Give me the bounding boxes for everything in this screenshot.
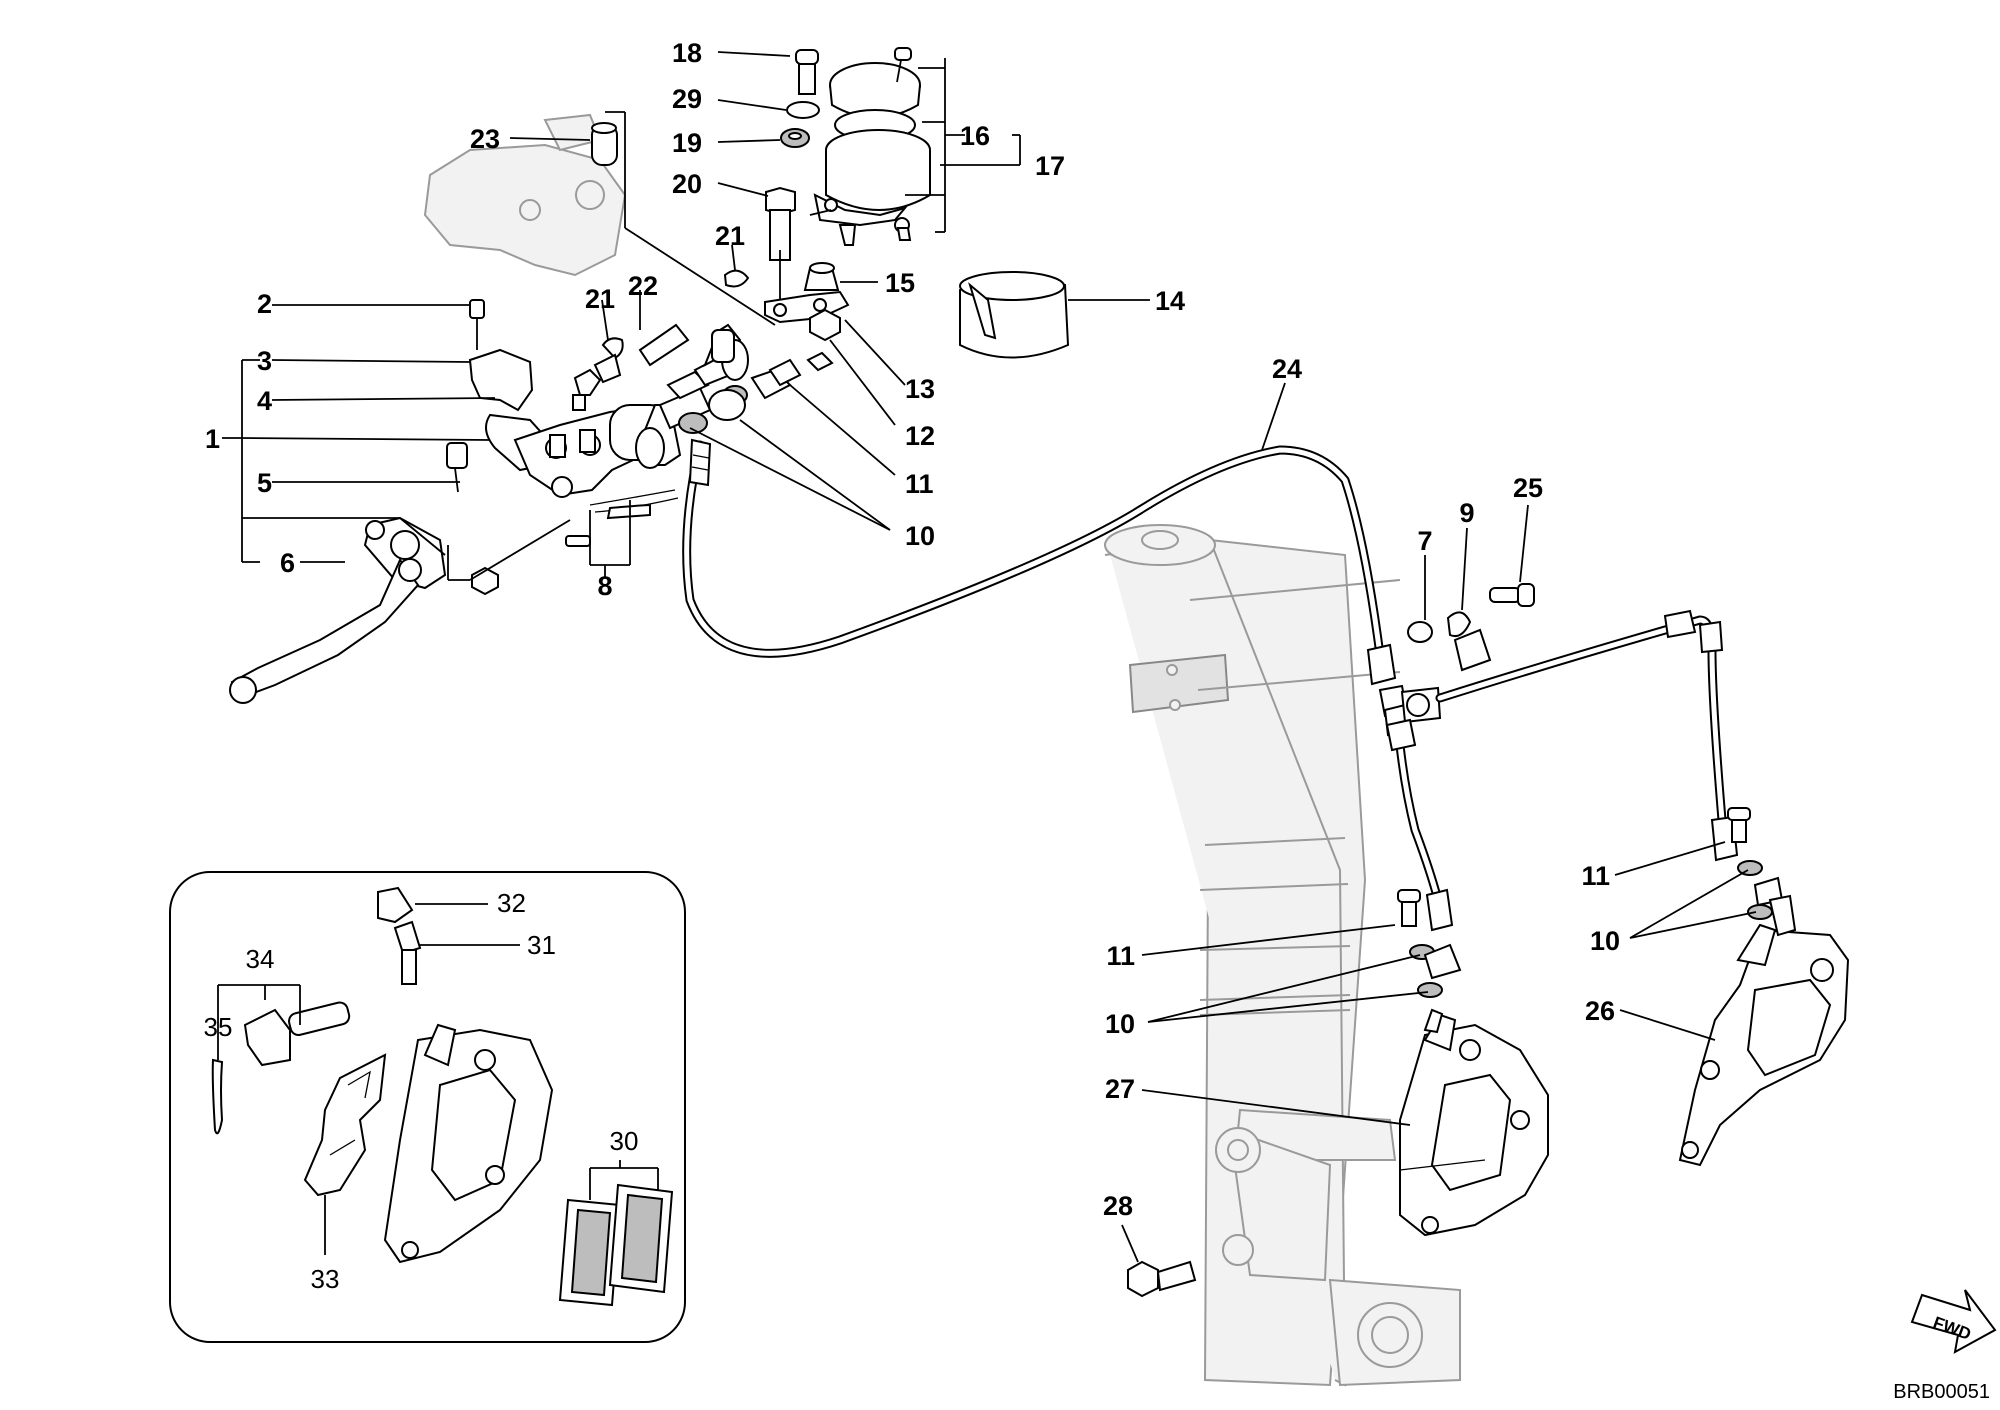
label-35: 35	[204, 1012, 233, 1042]
label-11-top: 11	[905, 469, 934, 499]
label-12: 12	[905, 421, 935, 451]
label-11-right: 11	[1581, 861, 1610, 891]
reservoir-hardware	[591, 49, 850, 342]
label-32: 32	[497, 888, 526, 918]
label-16: 16	[960, 121, 990, 151]
label-14: 14	[1155, 286, 1185, 316]
label-25: 25	[1513, 473, 1543, 503]
label-28: 28	[1103, 1191, 1133, 1221]
label-33: 33	[311, 1264, 340, 1294]
label-3: 3	[257, 346, 272, 376]
caliper-bolt-28	[1127, 1260, 1197, 1298]
fluid-reservoir	[809, 47, 931, 246]
label-21-upper: 21	[715, 221, 745, 251]
label-18: 18	[672, 38, 702, 68]
brake-light-switch-stack	[658, 323, 834, 434]
label-10-top: 10	[905, 521, 935, 551]
label-22: 22	[628, 271, 658, 301]
label-20: 20	[672, 169, 702, 199]
label-4: 4	[257, 386, 272, 416]
label-24: 24	[1272, 354, 1302, 384]
brake-hose-24	[682, 438, 1385, 660]
label-30: 30	[610, 1126, 639, 1156]
drawing-code: BRB00051	[1893, 1381, 1990, 1403]
fork-leg-ghost	[1104, 524, 1461, 1387]
part-number-labels: 18 29 19 20 21 21 22 23 16 17 15 14 13 1…	[204, 38, 1620, 1294]
label-34: 34	[246, 944, 275, 974]
label-7: 7	[1417, 526, 1432, 556]
fwd-arrow-icon: FWD	[1910, 1289, 1997, 1354]
label-10-left: 10	[1105, 1009, 1135, 1039]
label-29: 29	[672, 84, 702, 114]
label-27: 27	[1105, 1074, 1135, 1104]
brake-lever	[229, 516, 447, 704]
master-cylinder-assembly	[446, 299, 682, 596]
label-11-left: 11	[1106, 941, 1135, 971]
label-15: 15	[885, 268, 915, 298]
label-23: 23	[470, 124, 500, 154]
label-8: 8	[597, 571, 612, 601]
caliper-27	[1399, 1008, 1549, 1237]
label-21-lower: 21	[585, 284, 615, 314]
caliper-26	[1678, 894, 1850, 1167]
reservoir-hose	[593, 323, 690, 384]
label-9: 9	[1459, 498, 1474, 528]
label-13: 13	[905, 374, 935, 404]
label-26: 26	[1585, 996, 1615, 1026]
label-17: 17	[1035, 151, 1065, 181]
leader-lines	[217, 51, 1757, 1263]
hose-splitter	[1366, 583, 1739, 932]
label-31: 31	[527, 930, 556, 960]
inset-panel	[169, 871, 686, 1343]
label-10-right: 10	[1590, 926, 1620, 956]
label-6: 6	[280, 548, 295, 578]
label-1: 1	[205, 424, 220, 454]
cover-14	[959, 271, 1070, 359]
label-19: 19	[672, 128, 702, 158]
label-2: 2	[257, 289, 272, 319]
label-5: 5	[257, 468, 272, 498]
caliper-banjo-hardware	[1397, 807, 1784, 998]
